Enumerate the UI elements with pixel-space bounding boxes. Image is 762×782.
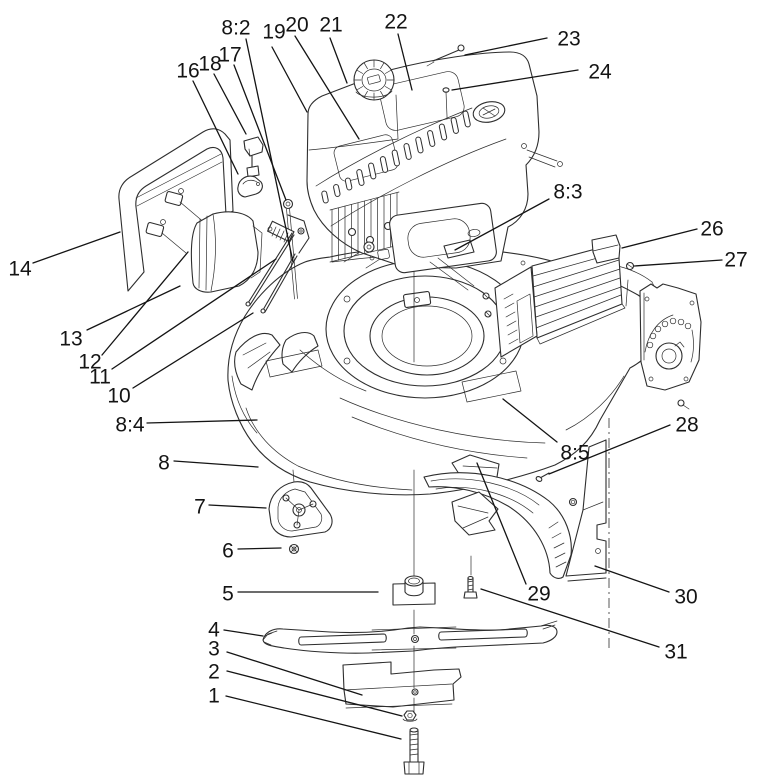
callout-label-16: 16: [176, 60, 199, 83]
callout-label-6: 6: [222, 540, 234, 563]
muffler: [389, 202, 497, 291]
leader-line-31: [480, 588, 660, 648]
leader-line-20: [294, 35, 360, 140]
leader-line-8-5: [502, 398, 558, 443]
dipstick: [426, 44, 465, 67]
callout-label-7: 7: [194, 496, 206, 519]
blade-nut-drawing: [402, 710, 418, 722]
blade-drawing: [262, 620, 558, 654]
leader-line-10: [132, 312, 254, 389]
callout-label-8-5: 8:5: [560, 442, 589, 465]
callout-label-29: 29: [527, 583, 550, 606]
callout-label-10: 10: [107, 385, 130, 408]
leader-line-14: [32, 231, 121, 264]
callout-label-31: 31: [664, 641, 687, 664]
leader-line-21: [329, 37, 348, 84]
callout-label-30: 30: [674, 586, 697, 609]
cable-clamps: [145, 188, 207, 254]
callout-label-5: 5: [222, 583, 234, 606]
leader-line-11: [111, 258, 277, 370]
blade-adapter-drawing: [268, 469, 333, 555]
callout-label-8-3: 8:3: [553, 181, 582, 204]
leader-line-29: [476, 462, 527, 585]
callout-label-3: 3: [208, 638, 220, 661]
leader-line-17: [233, 64, 287, 201]
callout-label-28: 28: [675, 414, 698, 437]
grass-grille-drawing: [494, 234, 635, 358]
adapter-nut: [288, 543, 300, 555]
callout-label-8-2: 8:2: [221, 17, 250, 40]
callout-label-19: 19: [262, 21, 285, 44]
grille-end-cap: [591, 234, 621, 264]
leader-line-12: [101, 251, 189, 356]
callout-label-4: 4: [208, 619, 220, 642]
callout-label-23: 23: [557, 28, 580, 51]
shoulder-bolt: [282, 198, 298, 300]
leader-line-4: [223, 629, 264, 637]
leader-line-22: [397, 33, 413, 91]
retainer-clip: [237, 175, 263, 198]
callout-label-13: 13: [59, 328, 82, 351]
deflector-bolt-drawing: [463, 555, 478, 599]
callout-label-27: 27: [724, 249, 747, 272]
discharge-deflector-drawing: [423, 454, 572, 579]
callout-label-24: 24: [588, 61, 612, 84]
callout-label-1: 1: [208, 685, 220, 708]
engine-drawing: [306, 44, 563, 291]
leader-line-13: [86, 285, 181, 331]
oil-fill-cap: [472, 101, 506, 123]
callout-label-18: 18: [198, 53, 221, 76]
callout-label-14: 14: [8, 258, 32, 281]
deck-decal-recess-right: [461, 370, 522, 403]
leader-line-23: [464, 37, 548, 56]
brake-lever: [287, 214, 310, 254]
deck-decal-recess-left: [265, 349, 323, 378]
rear-bracket-drawing: [565, 418, 610, 648]
height-adjuster-plate-drawing: [639, 283, 702, 391]
deflector-screw: [535, 472, 550, 482]
leader-line-6: [237, 547, 282, 550]
leader-line-27: [633, 259, 723, 267]
deck-screws: [482, 292, 690, 410]
fuel-cap: [353, 59, 395, 101]
leader-line-8-3: [454, 198, 550, 251]
blade-driver-drawing: [392, 575, 436, 606]
leader-line-7: [208, 504, 267, 509]
leader-line-8-4: [146, 419, 258, 424]
blade-bolt-drawing: [403, 727, 425, 775]
leader-line-8: [173, 460, 259, 468]
leader-line-24: [451, 69, 579, 91]
ignition-key: [243, 136, 264, 191]
callout-label-2: 2: [208, 661, 220, 684]
callout-label-26: 26: [700, 218, 723, 241]
control-rod-lower: [260, 253, 298, 314]
callout-label-17: 17: [218, 44, 241, 67]
leader-line-8-2: [245, 38, 294, 263]
callout-label-21: 21: [319, 14, 342, 37]
leader-line-2: [226, 670, 403, 717]
callout-label-8-4: 8:4: [115, 414, 145, 437]
leader-line-1: [225, 695, 402, 740]
engine-top-panel: [379, 71, 465, 131]
leader-line-19: [271, 46, 308, 113]
side-cover-drawing: [190, 211, 263, 293]
control-rod-upper: [245, 232, 295, 307]
leader-line-3: [226, 651, 363, 696]
callout-label-8: 8: [158, 452, 170, 475]
shroud-screw: [442, 87, 450, 120]
leader-line-28: [548, 424, 671, 475]
grille-screw: [625, 261, 635, 271]
callout-label-22: 22: [384, 11, 407, 34]
callout-label-11: 11: [89, 366, 111, 389]
leader-line-18: [213, 73, 247, 135]
callout-label-12: 12: [78, 351, 101, 374]
callout-label-20: 20: [285, 14, 308, 37]
carburetor-cluster: [343, 241, 390, 269]
leader-line-30: [594, 565, 670, 593]
leader-line-16: [192, 80, 239, 175]
leader-line-26: [621, 228, 698, 249]
engine-vent-slots: [321, 110, 471, 204]
